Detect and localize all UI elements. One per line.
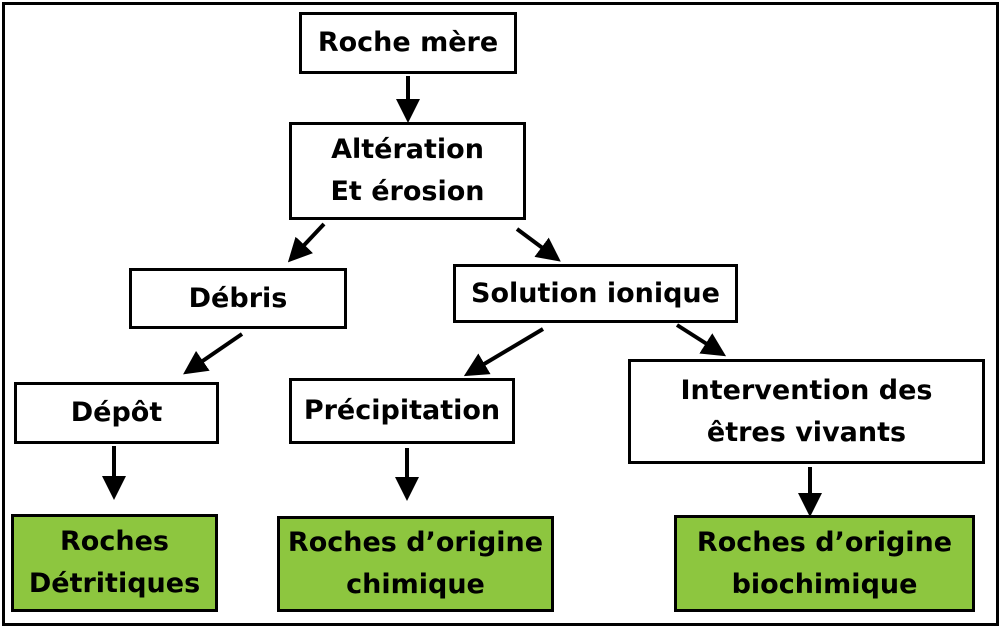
node-biochimique-line-2: biochimique [731,568,918,600]
arrow-solution-to-intervention [675,323,727,357]
node-intervention: Intervention des êtres vivants [628,359,985,464]
arrow-alteration-to-solution [515,227,561,262]
node-debris: Débris [129,268,347,329]
node-precipitation-line-1: Précipitation [303,395,501,426]
node-roches-chimique: Roches d’origine chimique [277,516,554,612]
node-solution-line-1: Solution ionique [471,277,720,309]
node-debris-line-1: Débris [188,282,288,314]
node-alteration: Altération Et érosion [289,122,526,220]
node-intervention-line-1: Intervention des [680,374,933,406]
node-biochimique-line-1: Roches d’origine [696,526,953,558]
node-intervention-line-2: êtres vivants [706,416,907,448]
node-roche-mere: Roche mère [299,12,517,74]
node-depot: Dépôt [14,382,219,444]
node-alteration-line-1: Altération [331,134,484,165]
node-roche-mere-line-1: Roche mère [317,27,499,58]
node-detritiques-line-1: Roches [60,526,169,557]
arrow-alteration-to-debris [287,222,326,263]
node-roches-detritiques: Roches Détritiques [11,514,218,612]
arrow-debris-to-depot [183,332,244,375]
node-roches-biochimique: Roches d’origine biochimique [674,515,975,612]
node-detritiques-line-2: Détritiques [28,568,201,599]
node-alteration-line-2: Et érosion [330,176,485,207]
node-chimique-line-2: chimique [346,569,485,600]
arrow-solution-to-precipitation [463,327,545,377]
node-depot-line-1: Dépôt [70,397,163,428]
node-solution-ionique: Solution ionique [453,264,738,323]
node-precipitation: Précipitation [289,378,515,444]
node-chimique-line-1: Roches d’origine [287,527,544,558]
